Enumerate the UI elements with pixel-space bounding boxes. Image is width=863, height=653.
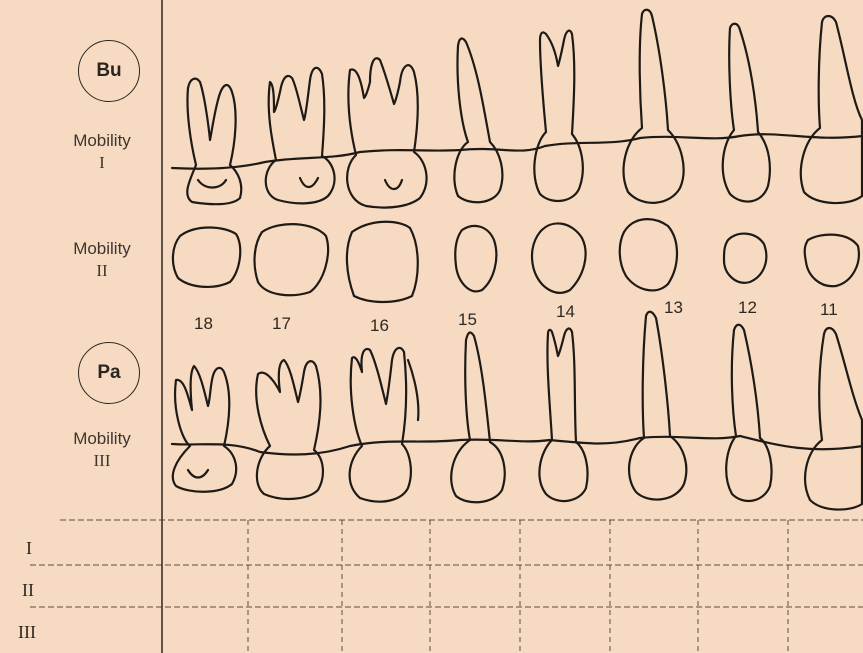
- occlusal-12: [724, 234, 766, 283]
- mobility-2-label: Mobility II: [52, 238, 152, 282]
- occlusal-11: [805, 235, 859, 287]
- mobility-1-label: Mobility I: [52, 130, 152, 174]
- tooth-number-12: 12: [738, 298, 757, 318]
- tooth-11-palatal: [805, 328, 862, 510]
- occlusal-15: [455, 226, 496, 291]
- tooth-14-buccal: [534, 31, 582, 201]
- palatal-badge: Pa: [78, 342, 140, 404]
- tooth-14-palatal: [539, 329, 587, 502]
- mobility-3-label: Mobility III: [52, 428, 152, 472]
- mobility-1-word: Mobility: [52, 130, 152, 152]
- tooth-number-16: 16: [370, 316, 389, 336]
- grid-row-3-label: III: [18, 622, 36, 643]
- tooth-16-buccal: [347, 58, 426, 207]
- grid-row-2-label: II: [22, 580, 34, 601]
- tooth-12-palatal: [726, 325, 771, 501]
- occlusal-17: [255, 224, 329, 295]
- tooth-17-buccal: [266, 68, 335, 204]
- mobility-3-num: III: [52, 450, 152, 472]
- mobility-2-num: II: [52, 260, 152, 282]
- buccal-gum-line: [172, 134, 863, 168]
- tooth-number-13: 13: [664, 298, 683, 318]
- grid-row-1-label: I: [26, 538, 32, 559]
- occlusal-16: [347, 222, 418, 302]
- tooth-15-buccal: [454, 39, 502, 203]
- mobility-3-word: Mobility: [52, 428, 152, 450]
- tooth-18-palatal: [173, 366, 236, 492]
- tooth-number-15: 15: [458, 310, 477, 330]
- occlusal-18: [173, 228, 240, 287]
- occlusal-13: [620, 219, 677, 290]
- occlusal-14: [532, 223, 586, 292]
- tooth-number-14: 14: [556, 302, 575, 322]
- tooth-number-17: 17: [272, 314, 291, 334]
- tooth-13-palatal: [629, 312, 686, 500]
- tooth-18-buccal: [187, 79, 241, 205]
- tooth-13-buccal: [624, 10, 684, 203]
- buccal-badge: Bu: [78, 40, 140, 102]
- mobility-1-num: I: [52, 152, 152, 174]
- tooth-12-buccal: [723, 24, 770, 202]
- mobility-2-word: Mobility: [52, 238, 152, 260]
- tooth-11-buccal: [801, 16, 862, 203]
- tooth-number-11: 11: [820, 300, 838, 320]
- tooth-16-palatal: [350, 348, 419, 502]
- tooth-17-palatal: [256, 360, 323, 499]
- tooth-number-18: 18: [194, 314, 213, 334]
- tooth-15-palatal: [451, 333, 505, 503]
